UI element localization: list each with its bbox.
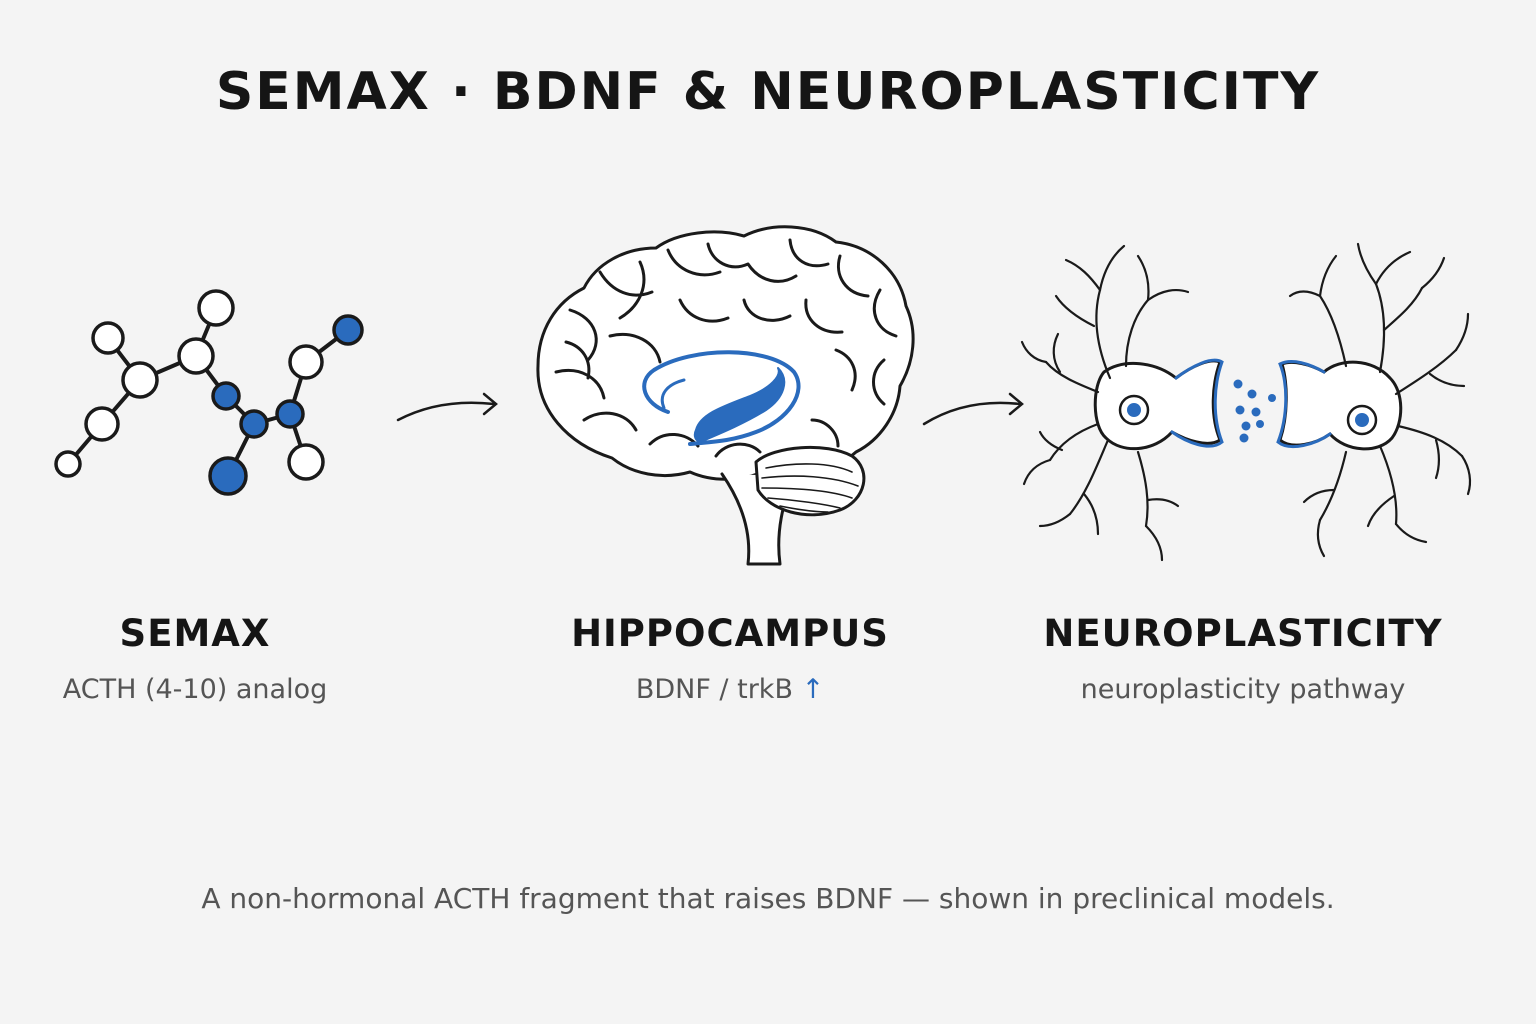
arrow-right-icon <box>396 392 498 422</box>
caption: A non-hormonal ACTH fragment that raises… <box>201 882 1335 915</box>
panel-label-neuroplasticity: NEUROPLASTICITY <box>1043 612 1443 655</box>
synapse-vesicles <box>1233 379 1276 443</box>
panel-label-hippocampus: HIPPOCAMPUS <box>571 612 889 655</box>
up-arrow-icon: ↑ <box>801 674 825 705</box>
molecule-icon <box>54 289 364 496</box>
right-neuron-icon <box>1276 242 1472 558</box>
molecule-atoms <box>54 289 364 496</box>
panel-sublabel-neuroplasticity: neuroplasticity pathway <box>1080 674 1406 705</box>
page-title: SEMAX · BDNF & NEUROPLASTICITY <box>215 62 1321 122</box>
left-neuron-icon <box>1020 244 1224 562</box>
panel-sublabel-semax: ACTH (4-10) analog <box>62 674 328 705</box>
brain-icon <box>536 225 915 566</box>
bdnf-trkb-text: BDNF / trkB <box>635 674 793 705</box>
neurons-synapse-icon <box>1020 242 1472 562</box>
panel-label-semax: SEMAX <box>119 612 271 655</box>
arrow-right-icon <box>922 392 1024 426</box>
panel-sublabel-hippocampus: BDNF / trkB ↑ <box>520 674 940 705</box>
